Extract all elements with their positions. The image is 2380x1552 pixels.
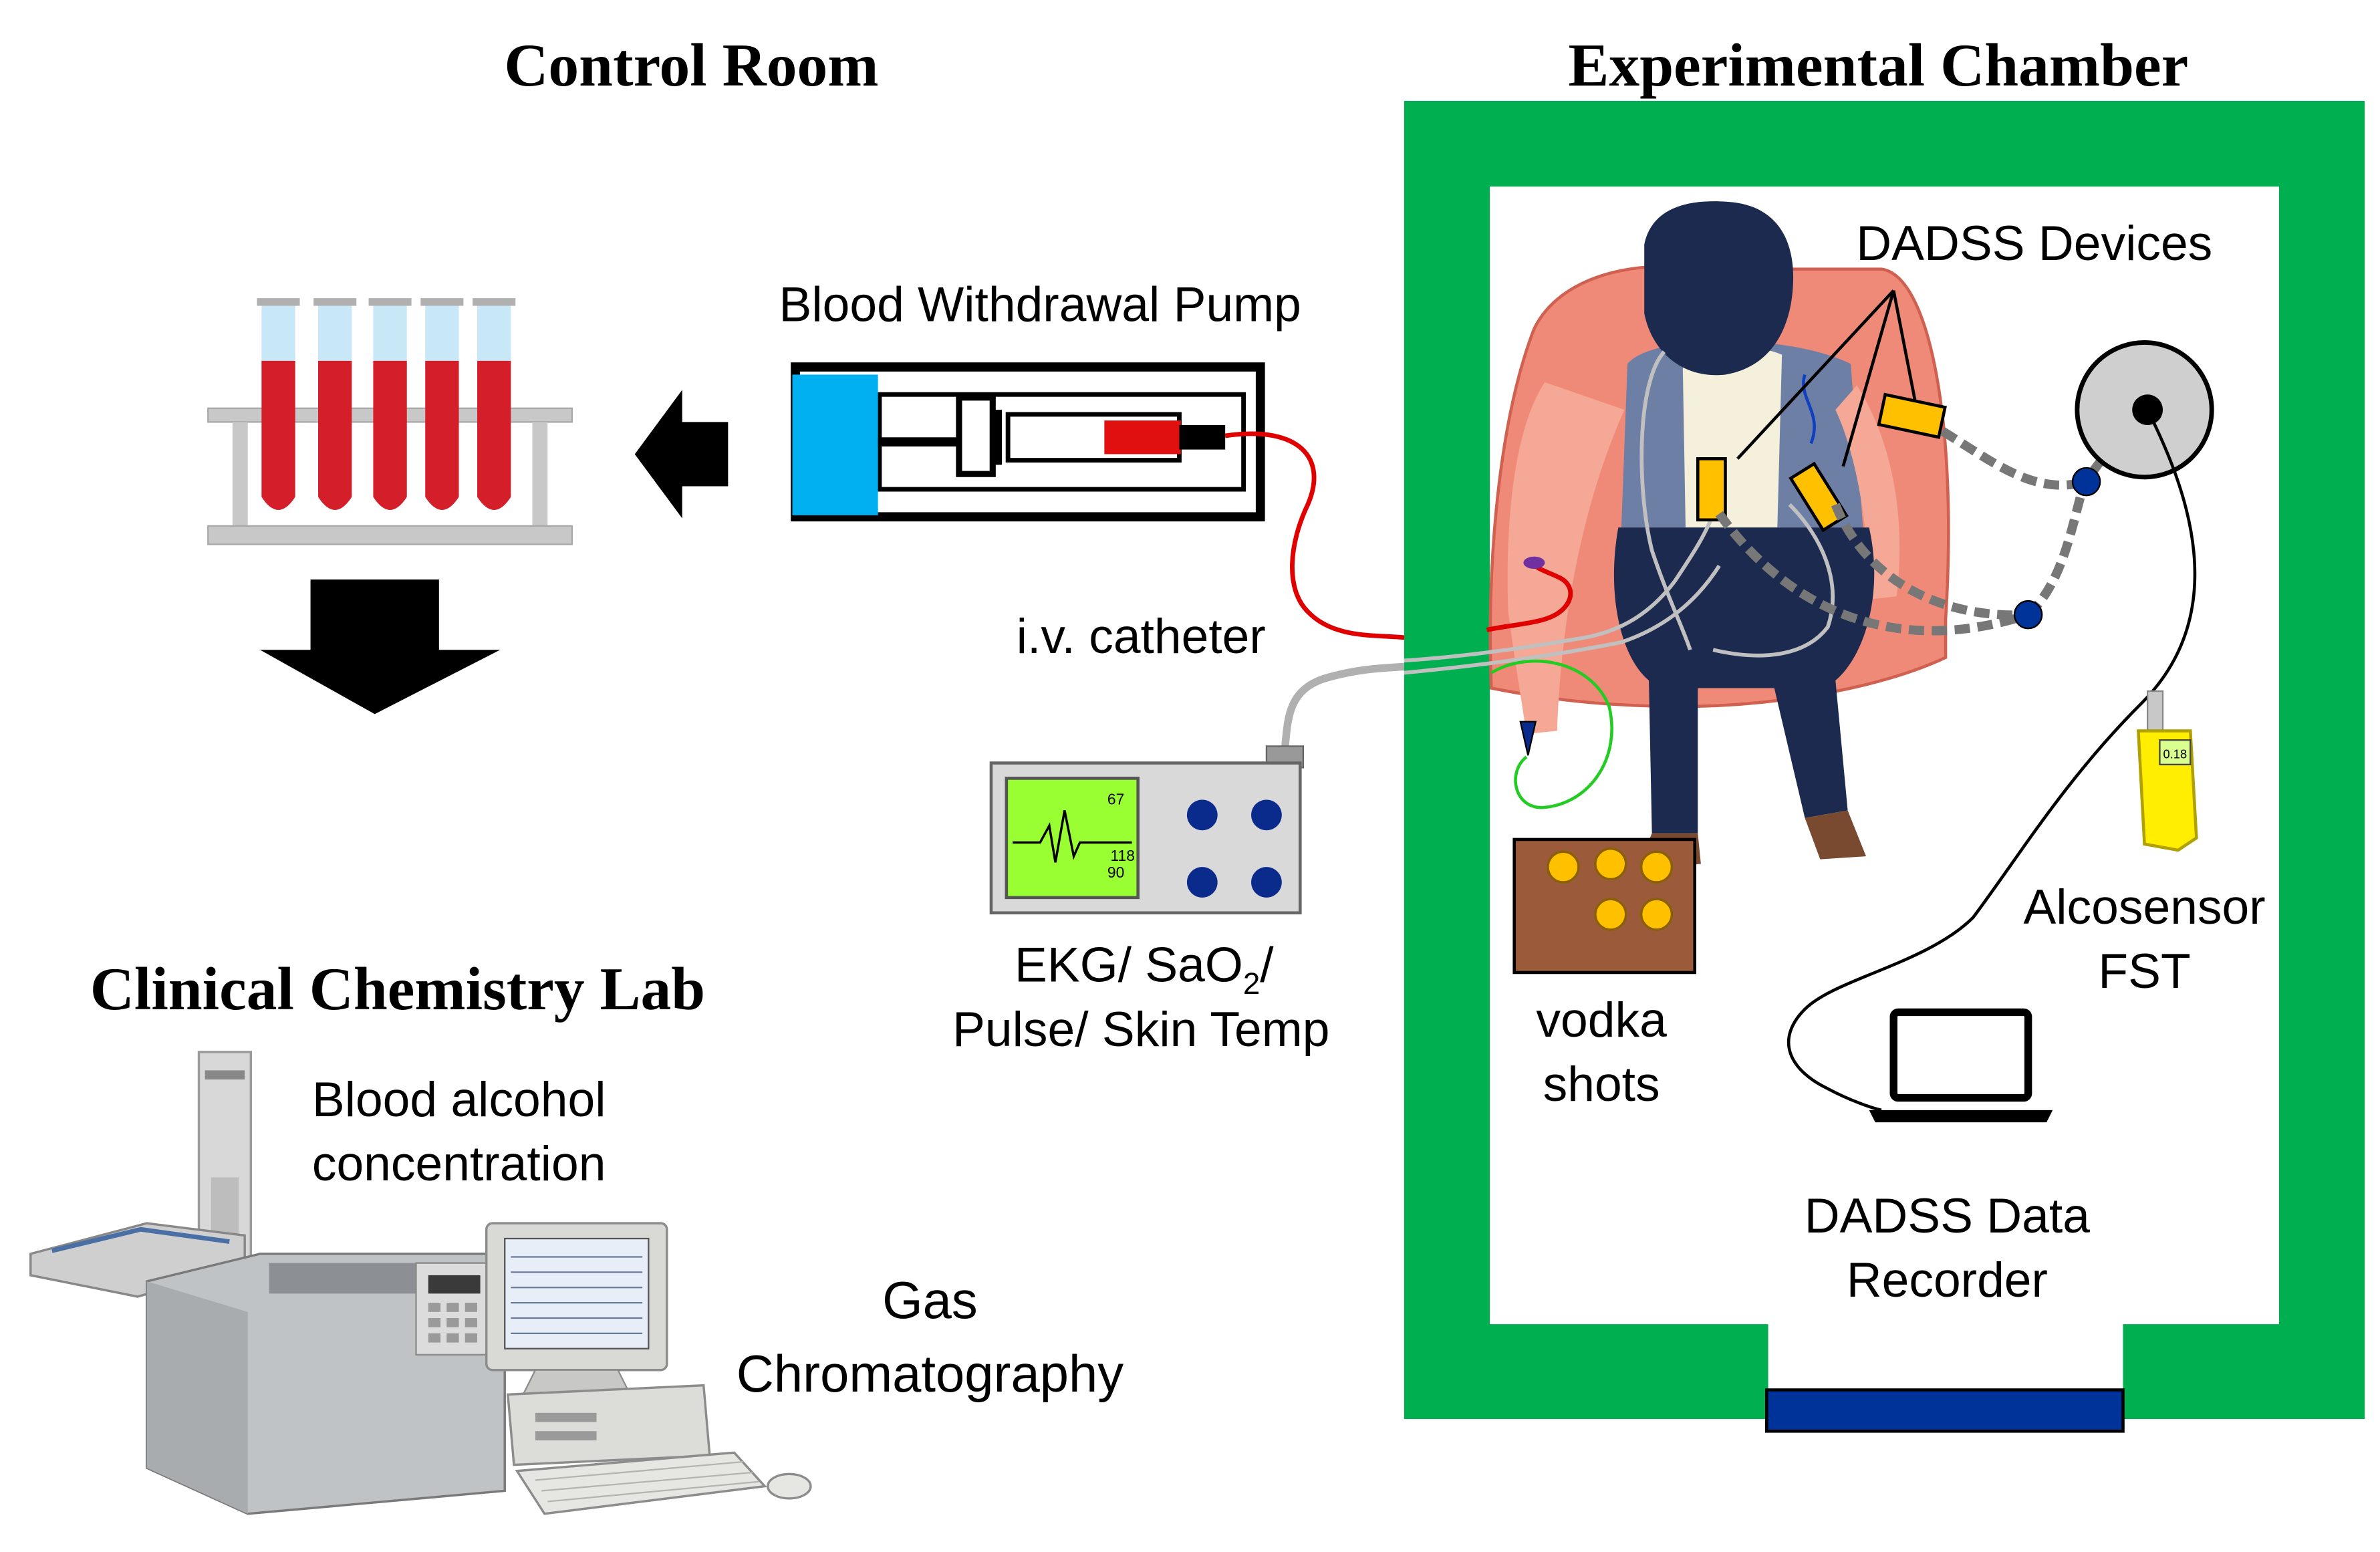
dadss-devices-label: DADSS Devices	[1856, 216, 2212, 271]
chamber-door	[1764, 1388, 2125, 1433]
vodka-shots-tray	[1512, 837, 1697, 975]
alcosensor-label-line2: FST	[2098, 944, 2190, 999]
sensor-cable-1	[1715, 408, 2145, 636]
monitor-reading-top: 67	[1107, 790, 1124, 807]
vodka-label-line2: shots	[1543, 1057, 1660, 1112]
subject-sensor-wires	[1404, 350, 1835, 675]
monitor-reading-bottom: 90	[1107, 864, 1124, 881]
dadss-device-2	[1789, 461, 1849, 533]
iv-port-icon	[1523, 556, 1545, 569]
sensor-node-1	[2071, 467, 2101, 497]
vodka-shot	[1547, 850, 1580, 884]
ekg-label-line2: Pulse/ Skin Temp	[952, 1002, 1329, 1057]
seated-subject-icon	[1488, 201, 1950, 869]
recorder-label-line1: DADSS Data	[1805, 1188, 2091, 1243]
dadss-devices-group	[1696, 289, 1947, 533]
vodka-shot	[1639, 850, 1674, 884]
gc-label-line1: Gas	[882, 1272, 978, 1329]
skin-temp-wire	[1490, 659, 1613, 809]
steering-wheel-icon	[2075, 340, 2214, 480]
monitor-reading-mid: 118	[1110, 847, 1134, 864]
recorder-label-line2: Recorder	[1847, 1253, 2048, 1307]
laptop-icon	[1869, 1008, 2053, 1123]
clinical-lab-heading: Clinical Chemistry Lab	[90, 954, 705, 1023]
vital-signs-monitor-icon: 67 118 90	[989, 662, 1405, 915]
left-arrow-icon	[634, 390, 729, 519]
vodka-shot	[1639, 898, 1674, 931]
down-arrow-icon	[260, 579, 501, 715]
breathalyzer-reading: 0.18	[2163, 747, 2188, 761]
sensor-node-2	[2013, 600, 2043, 630]
breathalyzer-icon: 0.18	[2136, 690, 2198, 852]
gc-label-line2: Chromatography	[737, 1345, 1124, 1403]
vodka-label-line1: vodka	[1536, 993, 1667, 1047]
bac-label-line2: concentration	[312, 1136, 606, 1191]
vodka-shot	[1594, 847, 1627, 881]
subject-iv-line	[1486, 561, 1573, 632]
dadss-device-3	[1877, 392, 1947, 439]
finger-probe-icon	[1519, 721, 1537, 756]
test-tube-rack-icon	[207, 298, 573, 545]
syringe-pump-icon	[791, 362, 1265, 522]
gas-chromatograph-icon	[29, 1051, 812, 1515]
experimental-chamber-heading: Experimental Chamber	[1568, 31, 2188, 99]
vodka-shot	[1594, 898, 1627, 931]
bac-label-line1: Blood alcohol	[312, 1072, 606, 1127]
iv-catheter-label: i.v. catheter	[1017, 609, 1266, 664]
blood-pump-label: Blood Withdrawal Pump	[779, 277, 1301, 332]
control-room-heading: Control Room	[504, 31, 878, 99]
recorder-cable	[1787, 409, 2197, 1112]
ekg-label-line1: EKG/ SaO2/	[1015, 938, 1274, 1001]
dadss-device-1	[1696, 457, 1727, 522]
alcosensor-label-line1: Alcosensor	[2023, 880, 2265, 934]
